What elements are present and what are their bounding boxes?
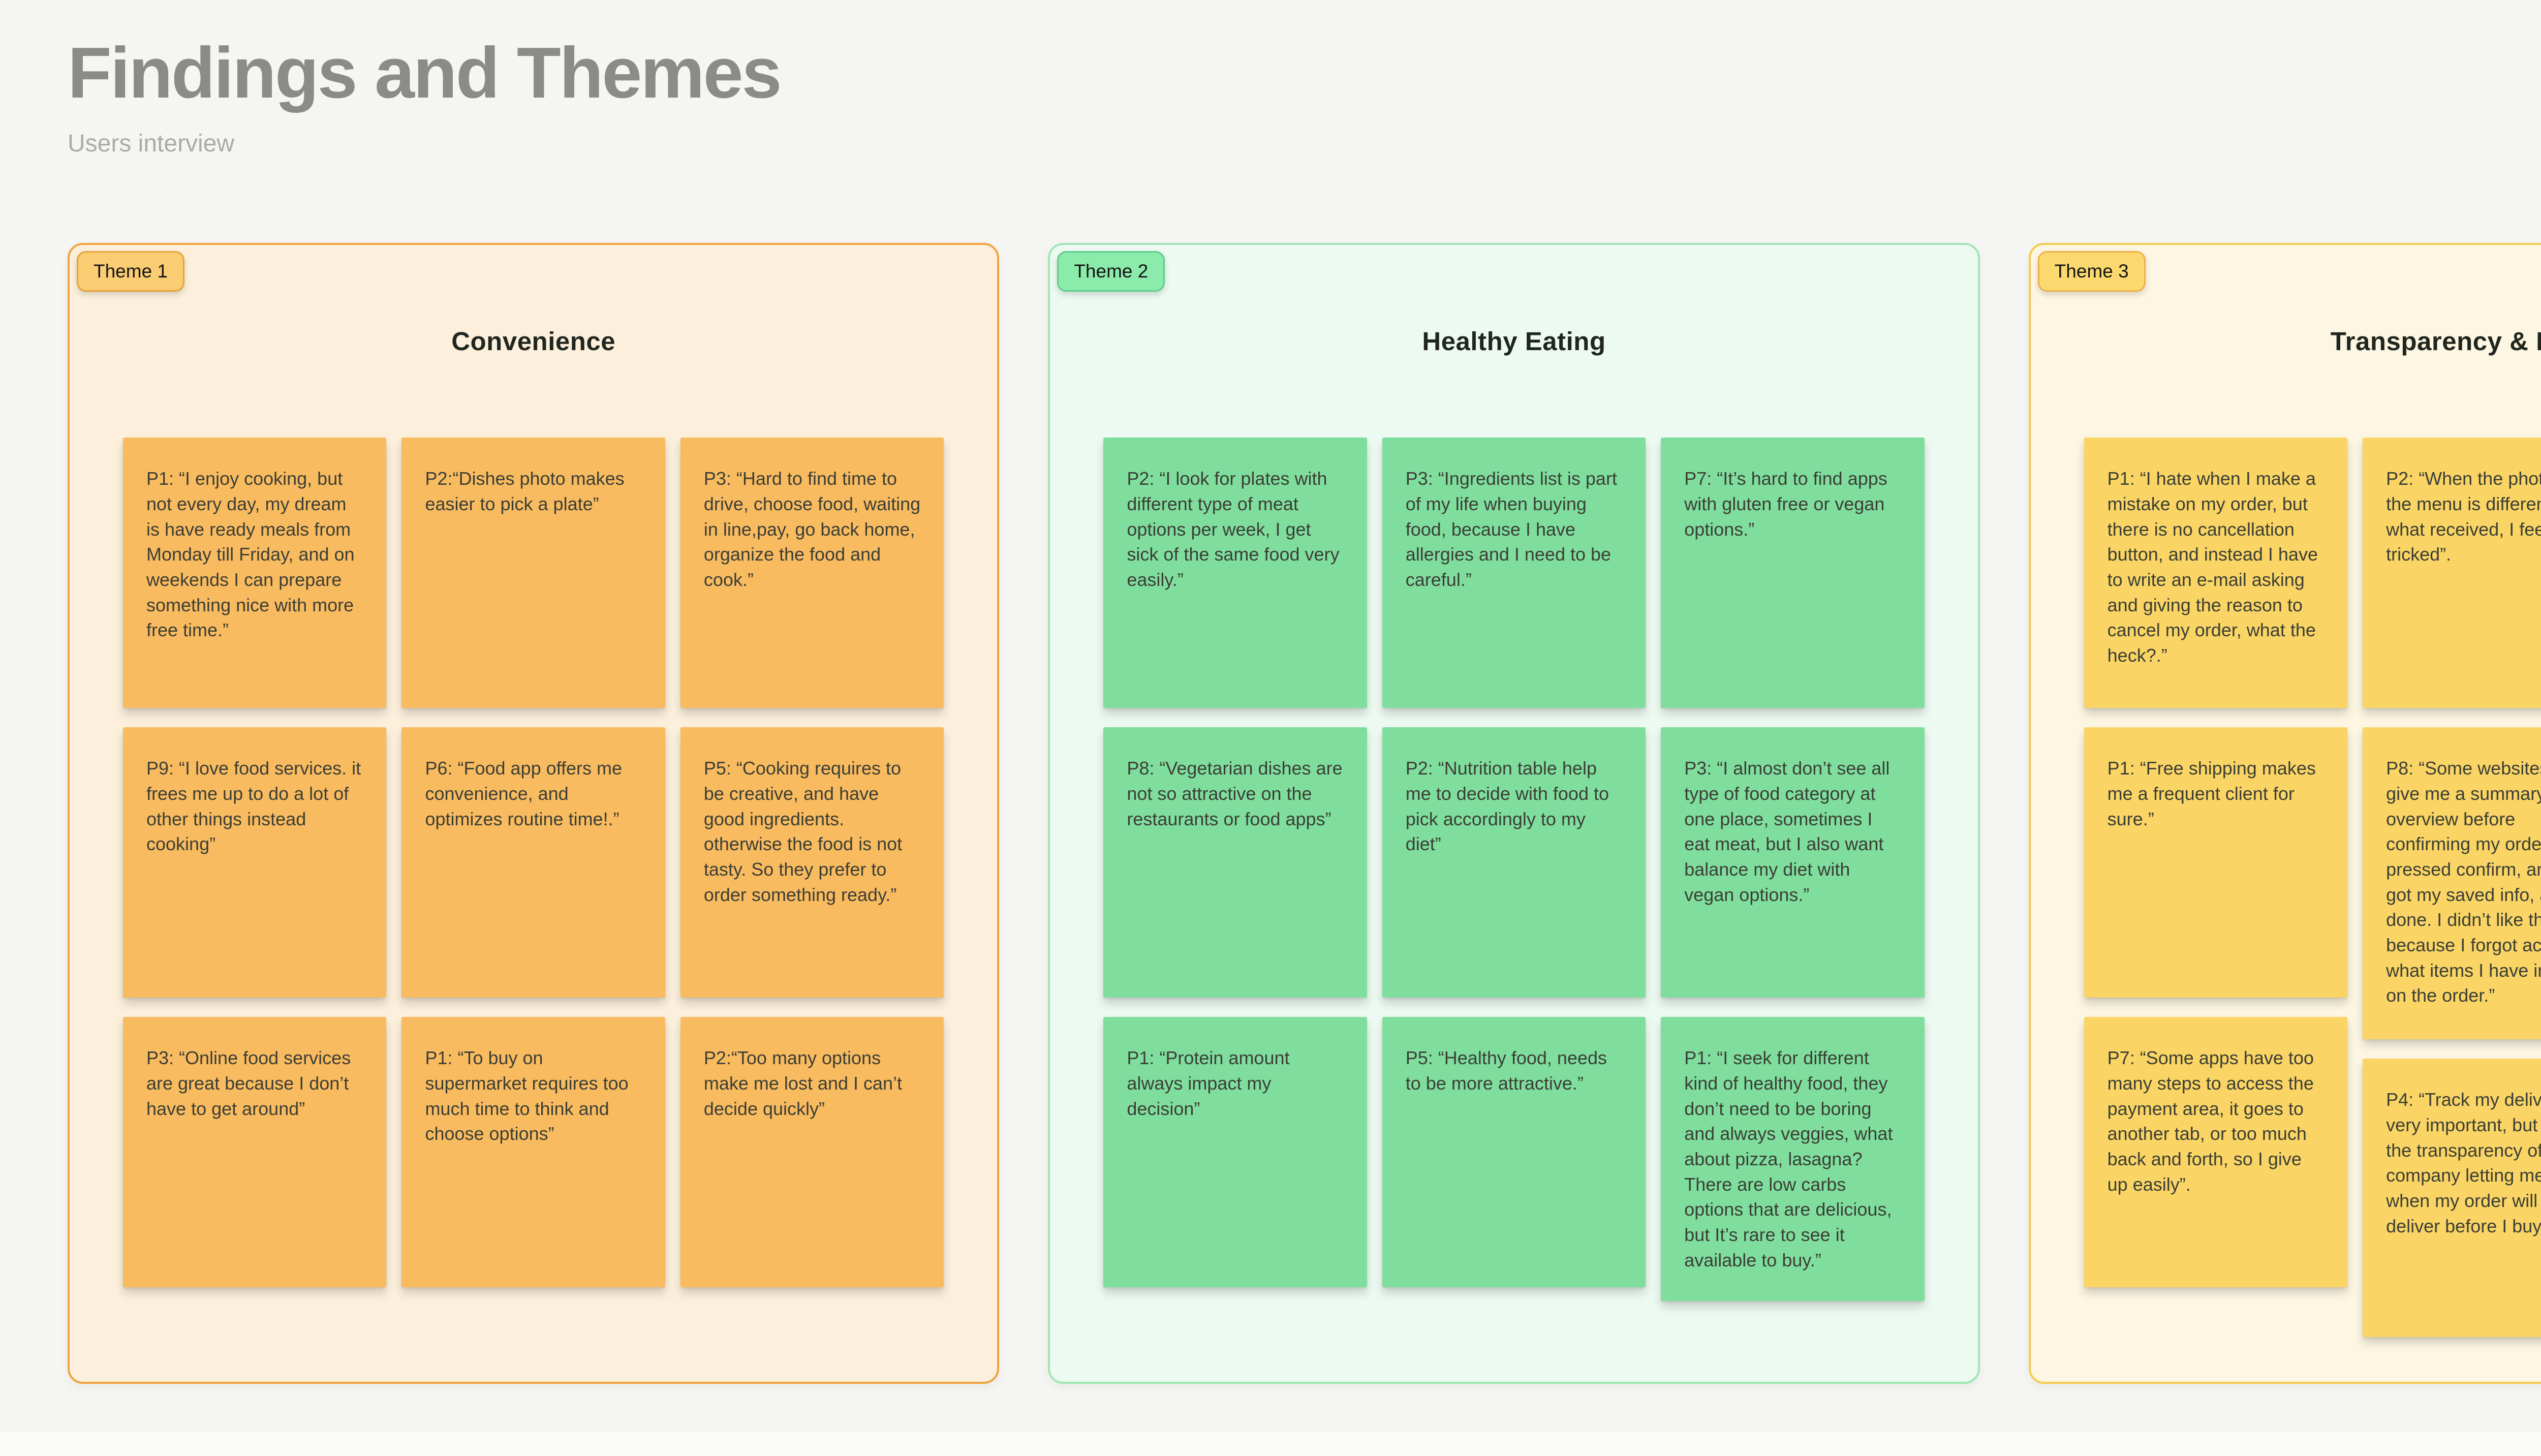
- sticky-note[interactable]: P1: “Protein amount always impact my dec…: [1103, 1017, 1367, 1288]
- sticky-note[interactable]: P3: “Ingredients list is part of my life…: [1382, 438, 1646, 708]
- theme-2-title: Healthy Eating: [1422, 327, 1606, 356]
- sticky-note[interactable]: P3: “Online food services are great beca…: [123, 1017, 387, 1288]
- theme-3-title: Transparency & Flexibility: [2330, 327, 2541, 356]
- sticky-note[interactable]: P5: “Cooking requires to be creative, an…: [680, 727, 944, 998]
- theme-2-notes: P2: “I look for plates with different ty…: [1050, 438, 1977, 1302]
- note-column: P1: “I hate when I make a mistake on my …: [2084, 438, 2348, 1337]
- theme-2-section[interactable]: Theme 2 Healthy Eating P2: “I look for p…: [1048, 243, 1980, 1384]
- note-column: P3: “Ingredients list is part of my life…: [1382, 438, 1646, 1301]
- page-subtitle: Users interview: [68, 130, 235, 158]
- sticky-note[interactable]: P1: “Free shipping makes me a frequent c…: [2084, 727, 2348, 998]
- sticky-note[interactable]: P3: “I almost don’t see all type of food…: [1661, 727, 1925, 998]
- sticky-note[interactable]: P2: “I look for plates with different ty…: [1103, 438, 1367, 708]
- sticky-note[interactable]: P2: “When the photo on the menu is diffe…: [2363, 438, 2541, 708]
- sticky-note[interactable]: P2:“Too many options make me lost and I …: [680, 1017, 944, 1288]
- theme-2-badge[interactable]: Theme 2: [1057, 251, 1165, 292]
- sticky-note[interactable]: P8: “Some websites didn’t give me a summ…: [2363, 727, 2541, 1040]
- theme-1-section[interactable]: Theme 1 Convenience P1: “I enjoy cooking…: [68, 243, 1000, 1384]
- sticky-note[interactable]: P7: “Some apps have too many steps to ac…: [2084, 1017, 2348, 1288]
- sticky-note[interactable]: P2: “Nutrition table help me to decide w…: [1382, 727, 1646, 998]
- note-column: P1: “I enjoy cooking, but not every day,…: [123, 438, 387, 1288]
- sticky-note[interactable]: P1: “I hate when I make a mistake on my …: [2084, 438, 2348, 708]
- theme-3-badge[interactable]: Theme 3: [2037, 251, 2146, 292]
- note-column: P2: “When the photo on the menu is diffe…: [2363, 438, 2541, 1338]
- note-column: P3: “Hard to find time to drive, choose …: [680, 438, 944, 1288]
- note-column: P2:“Dishes photo makes easier to pick a …: [401, 438, 665, 1288]
- note-column: P7: “It’s hard to find apps with gluten …: [1661, 438, 1925, 1302]
- sticky-note[interactable]: P1: “I seek for different kind of health…: [1661, 1017, 1925, 1302]
- sticky-note[interactable]: P2:“Dishes photo makes easier to pick a …: [401, 438, 665, 708]
- sticky-note[interactable]: P7: “It’s hard to find apps with gluten …: [1661, 438, 1925, 708]
- sticky-note[interactable]: P9: “I love food services. it frees me u…: [123, 727, 387, 998]
- sticky-note[interactable]: P3: “Hard to find time to drive, choose …: [680, 438, 944, 708]
- note-column: P2: “I look for plates with different ty…: [1103, 438, 1367, 1301]
- sticky-note[interactable]: P1: “I enjoy cooking, but not every day,…: [123, 438, 387, 708]
- board-header: Findings and Themes Users interview: [0, 0, 2541, 158]
- sticky-note[interactable]: P1: “To buy on supermarket requires too …: [401, 1017, 665, 1288]
- theme-1-title: Convenience: [451, 327, 616, 356]
- theme-1-badge[interactable]: Theme 1: [77, 251, 185, 292]
- canvas-bottom-edge: [0, 1432, 2541, 1456]
- theme-3-section[interactable]: Theme 3 Transparency & Flexibility P1: “…: [2028, 243, 2541, 1384]
- sticky-note[interactable]: P6: “Food app offers me convenience, and…: [401, 727, 665, 998]
- sticky-note[interactable]: P5: “Healthy food, needs to be more attr…: [1382, 1017, 1646, 1288]
- page-title: Findings and Themes: [68, 33, 782, 113]
- themes-row: Theme 1 Convenience P1: “I enjoy cooking…: [68, 243, 2541, 1384]
- theme-1-notes: P1: “I enjoy cooking, but not every day,…: [70, 438, 997, 1288]
- sticky-note[interactable]: P8: “Vegetarian dishes are not so attrac…: [1103, 727, 1367, 998]
- theme-3-notes: P1: “I hate when I make a mistake on my …: [2031, 438, 2541, 1338]
- sticky-note[interactable]: P4: “Track my delivery is very important…: [2363, 1059, 2541, 1338]
